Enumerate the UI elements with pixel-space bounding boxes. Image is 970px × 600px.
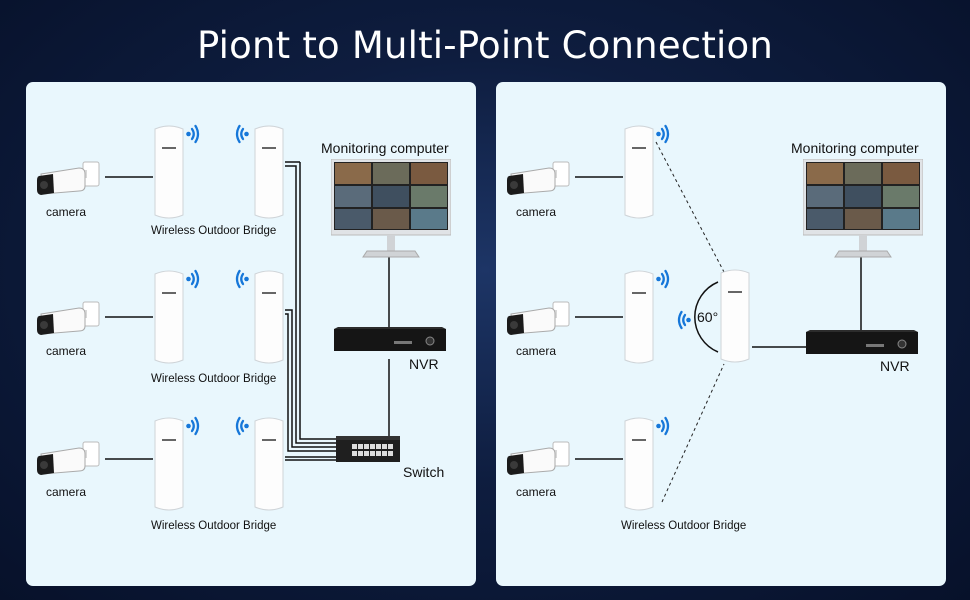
bridge-icon xyxy=(622,270,656,366)
camera-icon xyxy=(37,440,101,484)
camera-icon xyxy=(507,440,571,484)
camera-icon xyxy=(37,300,101,344)
bridge-icon xyxy=(622,125,656,221)
wifi-signal-icon xyxy=(235,416,249,436)
wifi-signal-icon xyxy=(186,269,200,289)
bridge-label: Wireless Outdoor Bridge xyxy=(151,225,277,237)
wifi-signal-icon xyxy=(235,269,249,289)
camera-label: camera xyxy=(46,485,87,499)
wifi-signal-icon xyxy=(186,124,200,144)
bridge-label: Wireless Outdoor Bridge xyxy=(621,520,747,532)
bridge-label: Wireless Outdoor Bridge xyxy=(151,373,277,385)
wifi-signal-icon xyxy=(677,310,691,330)
bridge-icon xyxy=(152,270,186,366)
wifi-signal-icon xyxy=(235,124,249,144)
bridge-label: Wireless Outdoor Bridge xyxy=(151,520,277,532)
bridge-icon xyxy=(252,125,286,221)
wifi-signal-icon xyxy=(656,269,670,289)
switch-icon xyxy=(336,436,400,464)
wifi-signal-icon xyxy=(186,416,200,436)
camera-label: camera xyxy=(46,344,87,358)
monitor-label: Monitoring computer xyxy=(321,140,449,156)
nvr-label: NVR xyxy=(409,356,439,372)
left-diagram-panel: camera camera camera Wireless Outdoor Br… xyxy=(26,82,476,586)
camera-label: camera xyxy=(516,485,557,499)
wifi-signal-icon xyxy=(656,416,670,436)
nvr-label: NVR xyxy=(880,358,910,374)
right-connection-lines xyxy=(575,141,862,503)
camera-icon xyxy=(37,160,101,204)
right-diagram-panel: camera camera camera Wireless Outdoor Br… xyxy=(496,82,946,586)
bridge-icon xyxy=(252,270,286,366)
switch-label: Switch xyxy=(403,464,445,480)
nvr-icon xyxy=(334,327,446,353)
camera-icon xyxy=(507,300,571,344)
monitor-icon xyxy=(803,159,923,259)
left-connection-lines xyxy=(105,161,390,461)
bridge-icon xyxy=(622,417,656,513)
bridge-icon xyxy=(152,417,186,513)
camera-label: camera xyxy=(516,205,557,219)
bridge-icon xyxy=(252,417,286,513)
central-bridge-icon xyxy=(718,269,752,365)
bridge-icon xyxy=(152,125,186,221)
camera-label: camera xyxy=(46,205,87,219)
monitor-icon xyxy=(331,159,451,259)
monitor-label: Monitoring computer xyxy=(791,140,919,156)
camera-icon xyxy=(507,160,571,204)
angle-label: 60° xyxy=(697,309,719,325)
nvr-icon xyxy=(806,330,918,356)
wifi-signal-icon xyxy=(656,124,670,144)
page-title: Piont to Multi-Point Connection xyxy=(196,24,773,67)
camera-label: camera xyxy=(516,344,557,358)
